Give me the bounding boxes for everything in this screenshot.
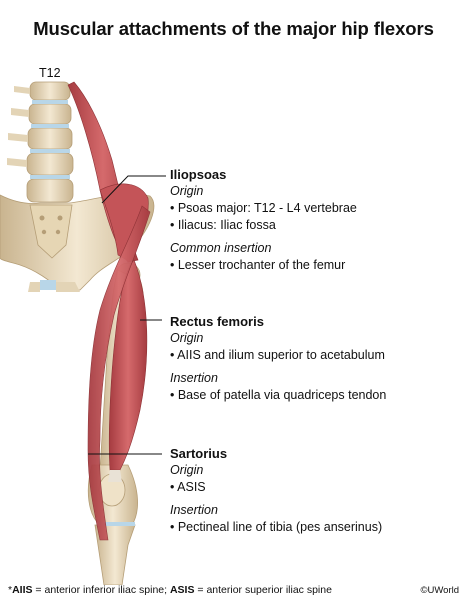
insertion-item: • Lesser trochanter of the femur	[170, 258, 346, 272]
copyright: ©UWorld	[420, 585, 460, 596]
insertion-item: • Base of patella via quadriceps tendon	[170, 388, 387, 402]
muscle-name: Iliopsoas	[170, 167, 227, 182]
origin-heading: Origin	[170, 184, 204, 198]
footnote: *AIIS = anterior inferior iliac spine; A…	[8, 584, 332, 596]
lumbar-spine	[7, 81, 74, 203]
sartorius-annotation: Sartorius Origin • ASIS Insertion • Pect…	[170, 445, 382, 536]
insertion-item: • Pectineal line of tibia (pes anserinus…	[170, 520, 383, 534]
muscle-name: Sartorius	[170, 446, 228, 461]
sartorius-muscle	[87, 205, 151, 541]
origin-item: • Psoas major: T12 - L4 vertebrae	[170, 201, 357, 215]
rectus-femoris-muscle	[108, 259, 148, 482]
insertion-heading: Common insertion	[170, 241, 272, 255]
footnote-prefix: *	[8, 584, 13, 596]
insertion-heading: Insertion	[170, 503, 218, 517]
muscle-name: Rectus femoris	[170, 314, 264, 329]
hip-flexor-illustration	[0, 81, 166, 585]
insertion-heading: Insertion	[170, 371, 218, 385]
leader-lines	[88, 175, 166, 455]
origin-heading: Origin	[170, 331, 204, 345]
origin-item: • AIIS and ilium superior to acetabulum	[170, 348, 385, 362]
origin-item: • Iliacus: Iliac fossa	[170, 218, 276, 232]
t12-label: T12	[39, 66, 61, 80]
aiis-abbr: AIIS	[12, 584, 33, 596]
aiis-definition: = anterior inferior iliac spine;	[32, 584, 170, 596]
iliopsoas-annotation: Iliopsoas Origin • Psoas major: T12 - L4…	[170, 166, 357, 274]
origin-item: • ASIS	[170, 480, 206, 494]
asis-abbr: ASIS	[169, 584, 195, 596]
diagram-title: Muscular attachments of the major hip fl…	[33, 18, 434, 39]
origin-heading: Origin	[170, 463, 204, 477]
rectus-femoris-annotation: Rectus femoris Origin • AIIS and ilium s…	[170, 313, 386, 404]
asis-definition: = anterior superior iliac spine	[194, 584, 332, 596]
